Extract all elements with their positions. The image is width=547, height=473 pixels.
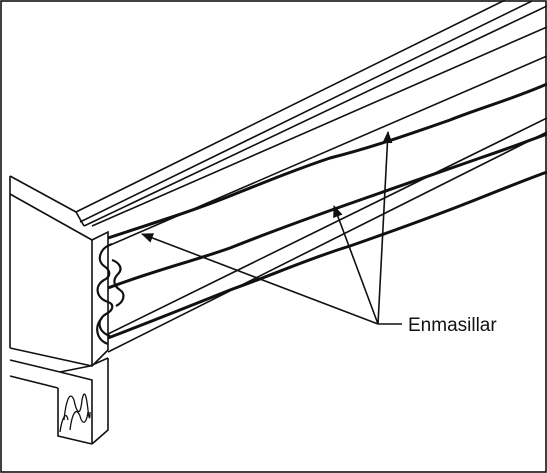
wood-grain [59, 393, 91, 433]
callout-label: Enmasillar [408, 315, 497, 336]
joint-profile [96, 242, 125, 346]
lower-plank [57, 357, 109, 445]
callout-arrows [141, 131, 402, 325]
beam-top-face [75, 0, 547, 227]
beam-end-block [9, 175, 109, 389]
putty-seams [107, 82, 547, 340]
